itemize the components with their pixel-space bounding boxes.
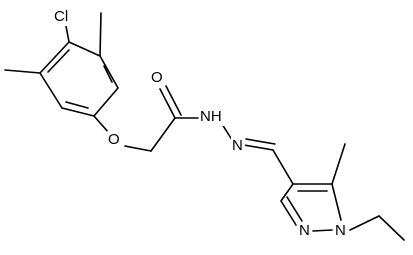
bond-c2-c3-inner xyxy=(103,65,113,83)
bond-c3-c4 xyxy=(93,87,119,117)
atom-label-n-hydrazone: N xyxy=(231,137,245,155)
bond-n1-ethyl-1 xyxy=(349,215,380,231)
bond-ethyl-2 xyxy=(378,215,405,241)
bond-c2-c3 xyxy=(99,55,119,89)
atom-o-carbonyl-text: O xyxy=(151,69,163,86)
benzene-ring xyxy=(39,41,119,117)
bond-c6-c1-inner xyxy=(47,49,70,73)
bond-c5-methyl xyxy=(331,143,346,185)
bond-n2-c3-b xyxy=(286,196,303,222)
atom-label-nh: NH xyxy=(200,108,224,126)
atom-label-cl: Cl xyxy=(52,8,76,26)
atom-label-o-carbonyl: O xyxy=(150,69,164,87)
bond-ch-c4pyr xyxy=(272,149,294,185)
pyrazole-ring xyxy=(280,183,342,232)
bond-c1-cl xyxy=(65,25,70,43)
atom-label-n-pyrazole-1: N xyxy=(334,222,348,240)
bond-n1-n2 xyxy=(312,229,333,232)
bond-c6-c1 xyxy=(39,41,70,74)
atom-n-pyrazole-2-text: N xyxy=(299,222,310,239)
atom-nh-text: NH xyxy=(200,108,222,125)
bond-c3-c4 xyxy=(280,183,294,202)
atom-label-n-pyrazole-2: N xyxy=(298,222,312,240)
atom-n-pyrazole-1-text: N xyxy=(335,222,346,239)
bond-c2-methyl xyxy=(99,12,102,57)
bond-n2-c3-a xyxy=(280,200,297,226)
bond-c5-c6 xyxy=(39,72,63,109)
bond-c4-o xyxy=(93,115,110,134)
atom-cl-text: Cl xyxy=(54,8,68,25)
bond-n-ch-a xyxy=(243,144,274,151)
bond-co-o-a xyxy=(159,88,176,119)
atom-o-ether-text: O xyxy=(108,131,120,148)
bond-co-o-b xyxy=(165,85,182,116)
bond-n-ch-b xyxy=(245,138,276,145)
bond-o-ch2 xyxy=(124,145,152,152)
bond-c6-methyl xyxy=(4,69,41,74)
bond-c4-c5 xyxy=(61,107,95,117)
bond-c4-c5-inner xyxy=(65,101,89,109)
atom-n-hydrazone-text: N xyxy=(232,137,243,154)
bond-ch2-co xyxy=(150,117,176,152)
bond-c5-n1 xyxy=(331,183,342,221)
atom-label-o-ether: O xyxy=(107,131,121,149)
bond-c1-c2 xyxy=(68,41,101,57)
